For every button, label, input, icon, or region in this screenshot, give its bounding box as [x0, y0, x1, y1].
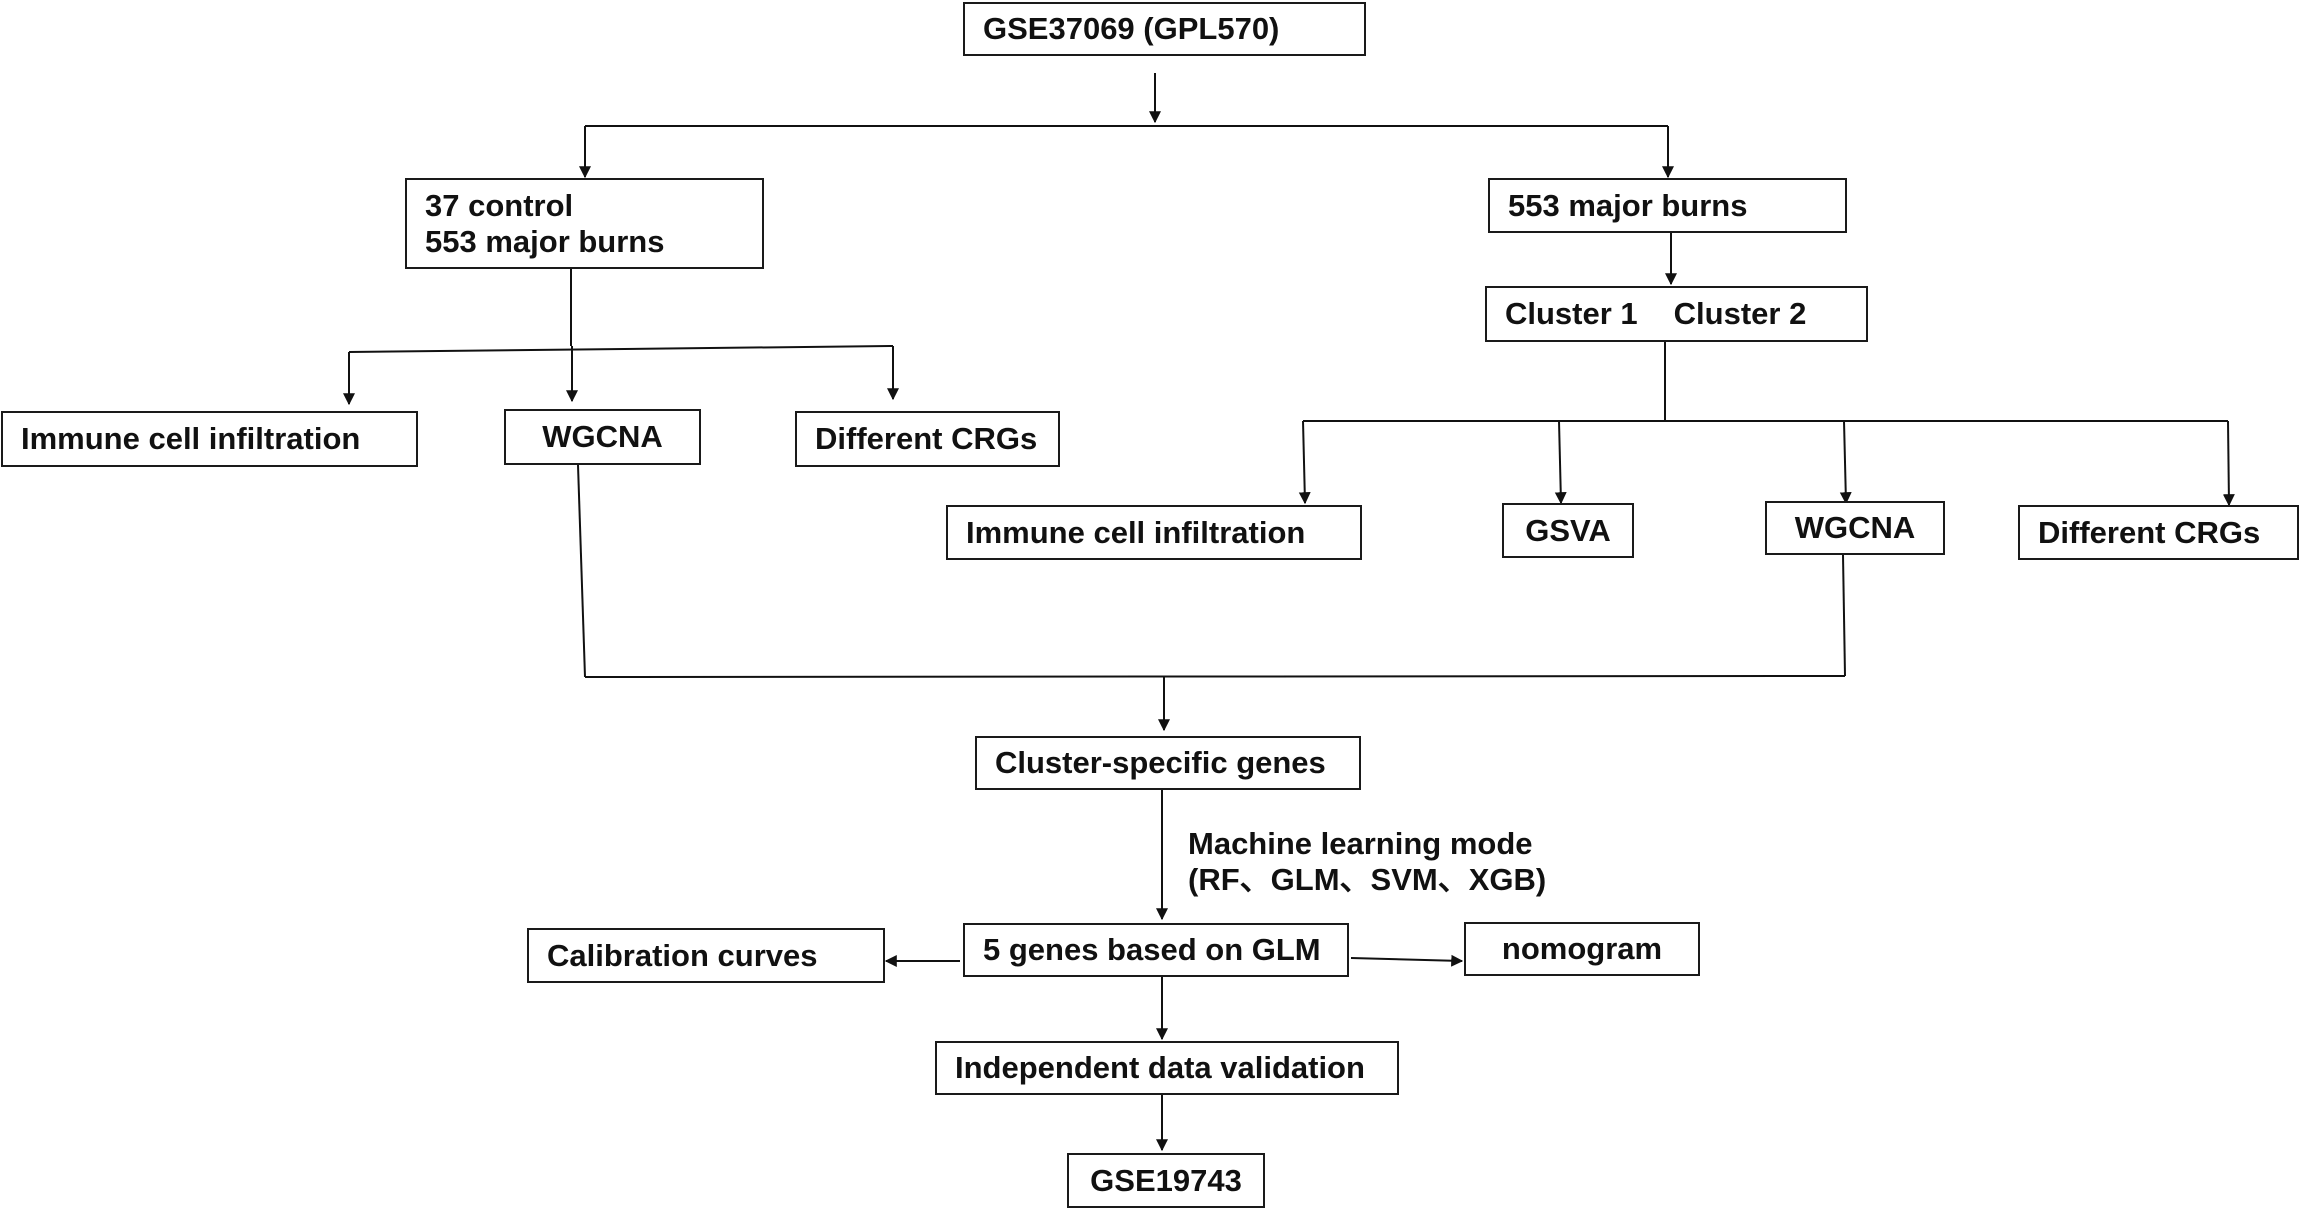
validation-set-node: GSE19743	[1067, 1153, 1265, 1208]
connector-left-wgcna-down	[577, 464, 586, 678]
left-immune-node: Immune cell infiltration	[1, 411, 418, 467]
validation-label: Independent data validation	[955, 1050, 1365, 1085]
connector-right-wgcna-down	[1842, 554, 1846, 677]
five-genes-label: 5 genes based on GLM	[983, 932, 1321, 967]
right-wgcna-label: WGCNA	[1794, 510, 1916, 545]
connector-to-right-wgcna	[1839, 420, 1852, 505]
right-burn-group-label: 553 major burns	[1508, 187, 1748, 223]
connector-left-bus	[348, 345, 894, 353]
right-crgs-node: Different CRGs	[2018, 505, 2299, 560]
dataset-node: GSE37069 (GPL570)	[963, 2, 1366, 56]
left-crgs-node: Different CRGs	[795, 411, 1060, 467]
cluster-2-label: Cluster 2	[1673, 296, 1807, 331]
connector-merge-bus	[584, 675, 1846, 678]
clusters-node: Cluster 1 Cluster 2	[1485, 286, 1868, 342]
right-immune-node: Immune cell infiltration	[946, 505, 1362, 560]
right-groups-node: 553 major burns	[1488, 178, 1847, 233]
left-wgcna-node: WGCNA	[504, 409, 701, 465]
right-wgcna-node: WGCNA	[1765, 501, 1945, 555]
control-group-label: 37 control	[425, 187, 574, 223]
left-wgcna-label: WGCNA	[542, 419, 663, 454]
burn-group-label: 553 major burns	[425, 223, 665, 259]
dataset-label: GSE37069 (GPL570)	[983, 11, 1280, 46]
left-immune-label: Immune cell infiltration	[21, 421, 361, 456]
right-gsva-label: GSVA	[1525, 512, 1611, 548]
connector-to-nomogram	[1350, 954, 1464, 967]
ml-mode-note: Machine learning mode (RF、GLM、SVM、XGB)	[1188, 826, 1546, 898]
nomogram-node: nomogram	[1464, 922, 1700, 976]
connector-to-right-crgs	[2222, 420, 2235, 507]
ml-mode-label: Machine learning mode	[1188, 826, 1533, 861]
five-genes-node: 5 genes based on GLM	[963, 923, 1349, 977]
left-groups-node: 37 control 553 major burns	[405, 178, 764, 269]
calibration-label: Calibration curves	[547, 937, 818, 973]
validation-set-label: GSE19743	[1090, 1162, 1242, 1198]
ml-methods-label: (RF、GLM、SVM、XGB)	[1188, 862, 1547, 897]
cluster-1-label: Cluster 1	[1505, 296, 1638, 331]
left-crgs-label: Different CRGs	[815, 421, 1038, 456]
cluster-genes-node: Cluster-specific genes	[975, 736, 1361, 790]
right-gsva-node: GSVA	[1502, 503, 1634, 558]
nomogram-label: nomogram	[1501, 931, 1663, 966]
right-immune-label: Immune cell infiltration	[966, 514, 1306, 550]
connector-to-right-gsva	[1554, 420, 1567, 505]
calibration-node: Calibration curves	[527, 928, 885, 983]
right-crgs-label: Different CRGs	[2038, 514, 2261, 550]
validation-node: Independent data validation	[935, 1041, 1399, 1095]
connector-to-right-immune	[1298, 420, 1311, 505]
cluster-genes-label: Cluster-specific genes	[995, 745, 1326, 780]
